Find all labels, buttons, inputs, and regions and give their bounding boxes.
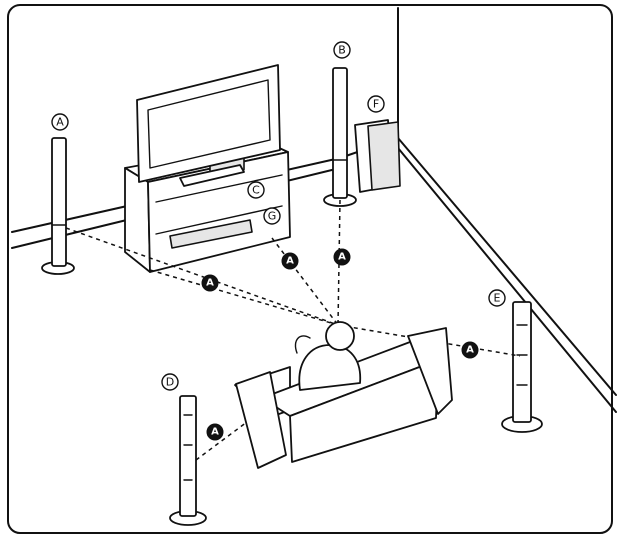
svg-text:E: E [494,292,501,305]
speaker-surround-right [501,301,543,433]
svg-text:A: A [211,427,219,438]
television [136,64,281,187]
label-front-left: A [51,113,69,131]
svg-text:F: F [373,98,379,111]
svg-text:A: A [286,256,294,267]
distance-lines [65,199,521,461]
svg-text:A: A [466,345,474,356]
label-subwoofer: F [367,95,385,113]
distance-marker-unit: A [281,252,299,270]
label-surround-left: D [161,373,179,391]
label-surround-right: E [488,289,506,307]
sofa [234,327,453,469]
svg-text:G: G [268,210,277,223]
svg-text:D: D [166,376,174,389]
subwoofer [354,119,401,193]
svg-text:C: C [252,184,260,197]
distance-marker-surround-left: A [206,423,224,441]
label-unit: G [263,207,281,225]
speaker-center [323,67,357,207]
distance-marker-center: A [333,248,351,266]
svg-text:A: A [206,278,214,289]
svg-text:A: A [338,252,346,263]
svg-text:B: B [338,44,346,57]
listener [294,321,362,391]
speaker-front-left [41,137,75,275]
distance-marker-front-left: A [201,274,219,292]
label-center: B [333,41,351,59]
speaker-surround-left [169,395,207,526]
svg-text:A: A [56,116,64,129]
unit-device [169,219,253,249]
label-receiver: C [247,181,265,199]
distance-marker-surround-right: A [461,341,479,359]
